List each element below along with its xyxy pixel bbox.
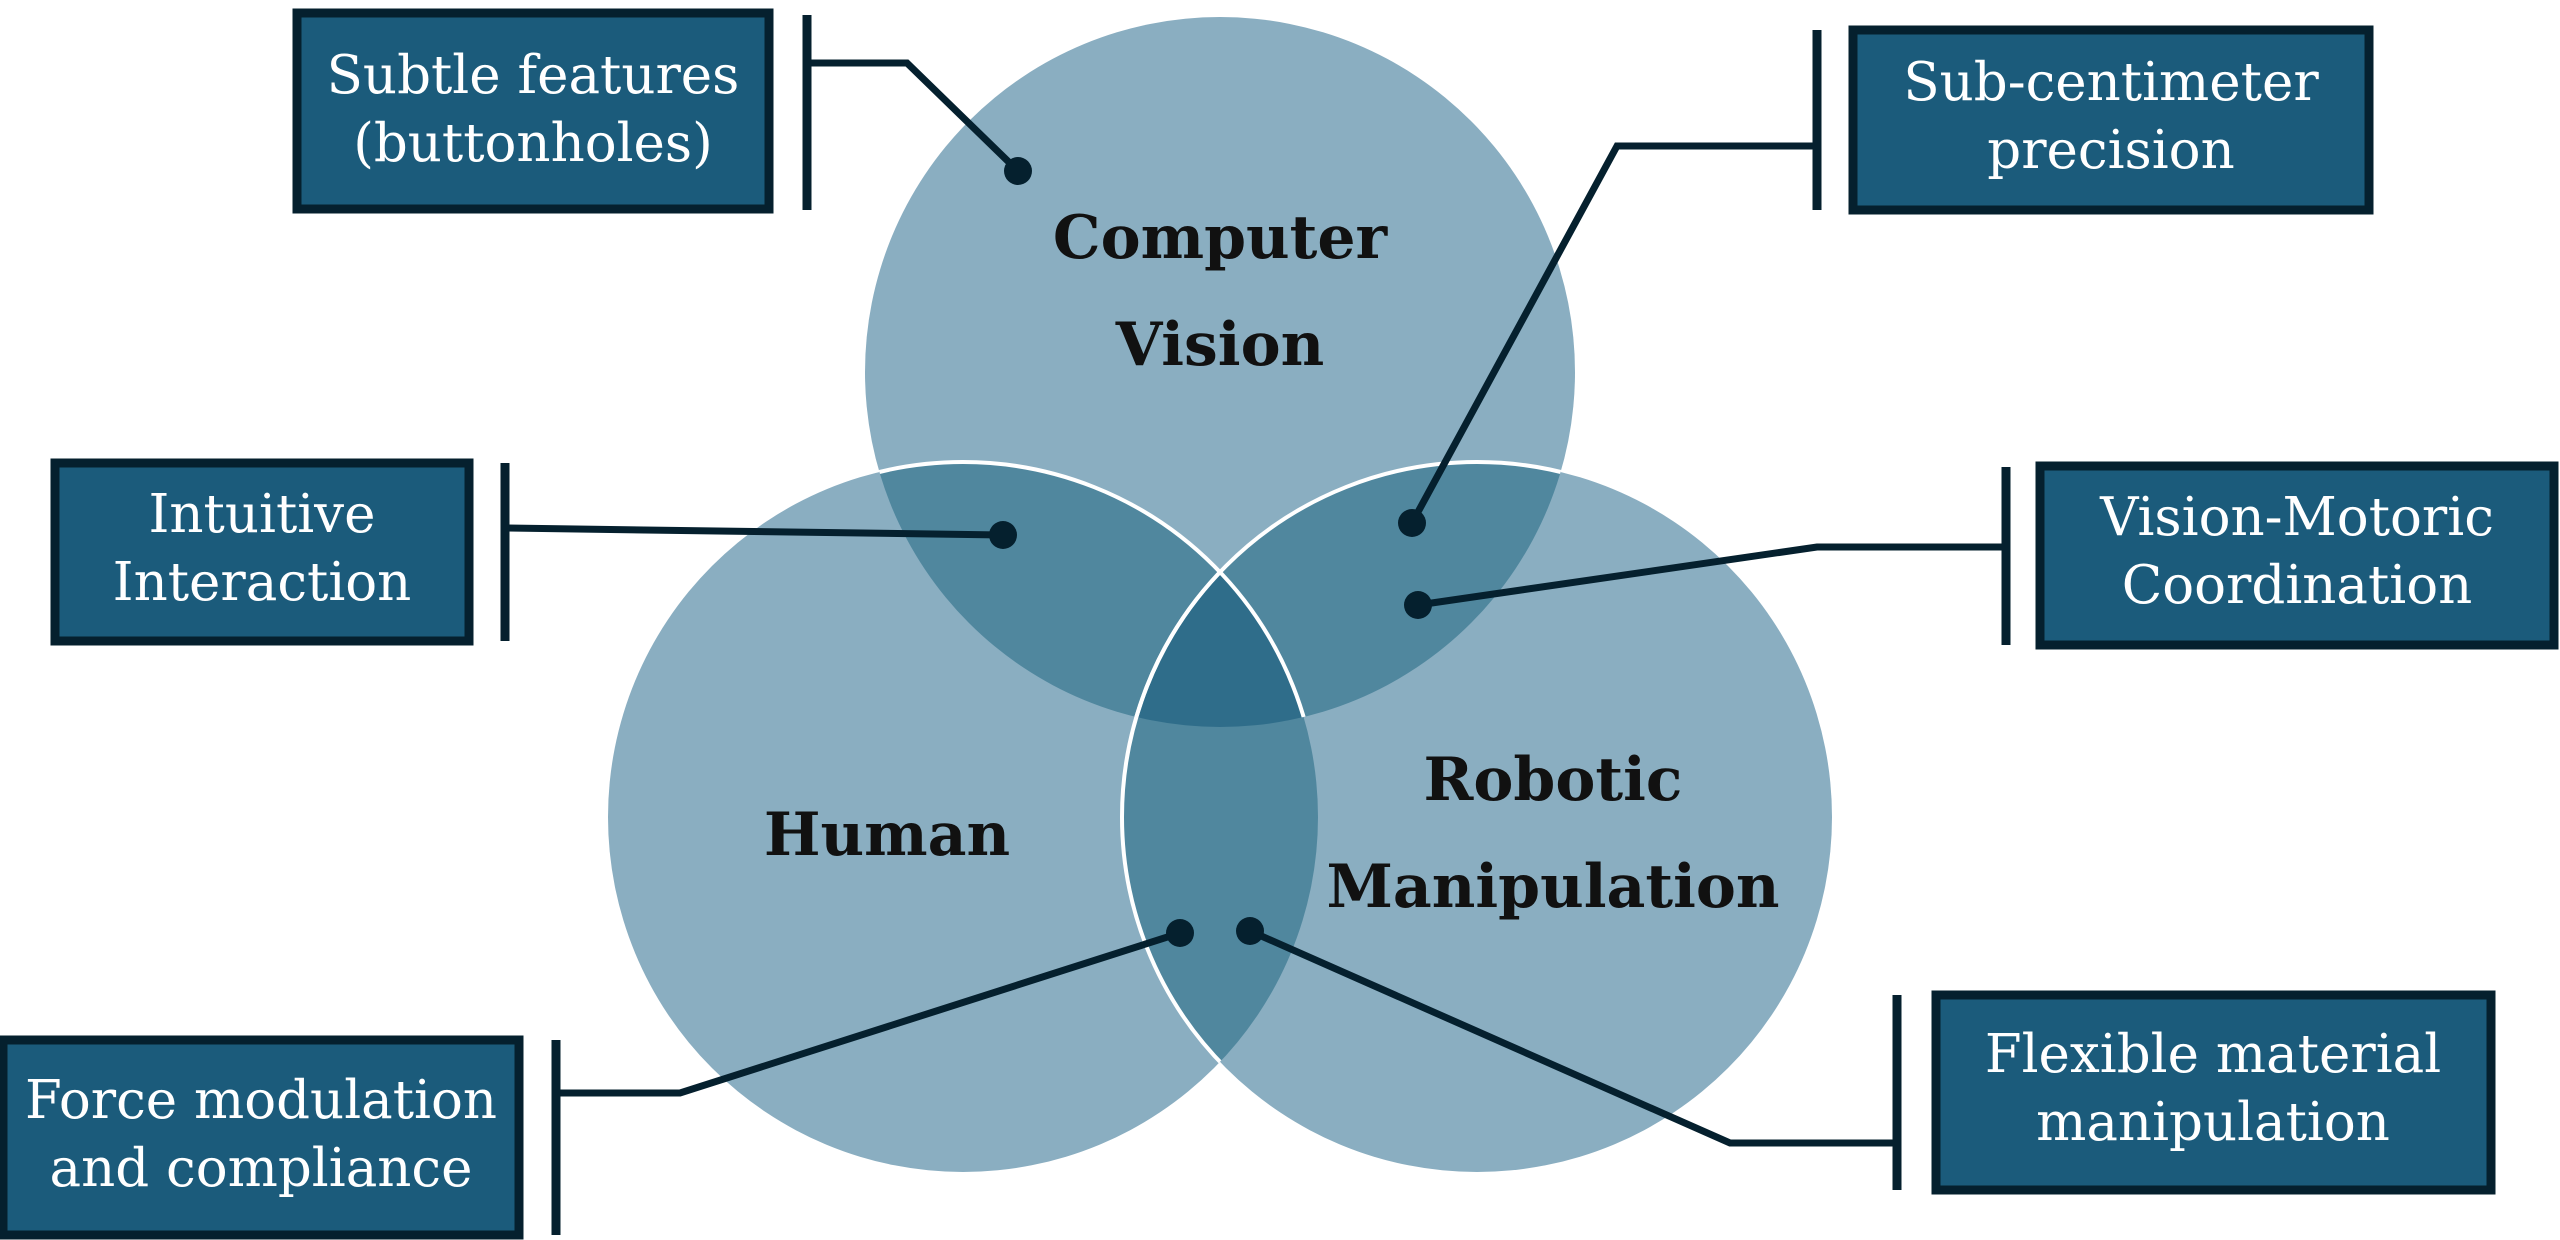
overlap-edges <box>865 460 1575 1172</box>
callout-subtle-features: Subtle features (buttonholes) <box>292 8 774 214</box>
callout-intuitive-interaction-line2: Interaction <box>113 552 412 613</box>
dot-vision-motoric <box>1404 591 1432 619</box>
callout-sub-centimeter-line1: Sub-centimeter <box>1903 52 2319 113</box>
callout-vision-motoric-line2: Coordination <box>2122 555 2473 616</box>
vision-human-overlap <box>865 462 1318 727</box>
callout-box-flexible-material <box>1931 990 2496 1195</box>
callout-sub-centimeter: Sub-centimeter precision <box>1848 25 2374 215</box>
callout-box-vision-motoric <box>2035 461 2559 650</box>
vision-robotic-overlap <box>1122 462 1575 727</box>
dot-subtle-features <box>1004 157 1032 185</box>
callout-intuitive-interaction: Intuitive Interaction <box>50 458 474 646</box>
callout-flexible-material-line1: Flexible material <box>1985 1024 2441 1085</box>
dot-force-modulation <box>1166 919 1194 947</box>
leader-lines <box>504 59 2006 1147</box>
callout-flexible-material-line2: manipulation <box>2036 1092 2390 1153</box>
callout-box-sub-centimeter <box>1848 25 2374 215</box>
leader-sub-centimeter <box>1408 142 1817 525</box>
human-title: Human <box>764 800 1010 870</box>
bracket-bars <box>500 15 2011 1235</box>
robotic-manipulation-title-line1: Robotic <box>1424 745 1683 815</box>
callout-box-force-modulation <box>0 1035 524 1240</box>
callout-box-intuitive-interaction <box>50 458 474 646</box>
leader-intuitive-interaction <box>504 524 1004 539</box>
leader-flexible-material <box>1248 927 1897 1147</box>
computer-vision-title-line2: Vision <box>1115 310 1325 380</box>
leader-dots <box>989 157 1432 947</box>
callout-sub-centimeter-line2: precision <box>1987 120 2234 181</box>
robotic-manipulation-title-line2: Manipulation <box>1326 852 1779 922</box>
callout-flexible-material: Flexible material manipulation <box>1931 990 2496 1195</box>
robotic-circle-edge <box>1120 460 1575 727</box>
leader-force-modulation <box>556 929 1182 1097</box>
callout-intuitive-interaction-line1: Intuitive <box>148 484 375 545</box>
callout-vision-motoric: Vision-Motoric Coordination <box>2035 461 2559 650</box>
leader-subtle-features <box>807 59 1021 174</box>
leader-vision-motoric <box>1417 543 2006 609</box>
computer-vision-title-line1: Computer <box>1053 203 1389 273</box>
dot-intuitive-interaction <box>989 521 1017 549</box>
callout-force-modulation-line1: Force modulation <box>25 1070 497 1131</box>
callout-box-subtle-features <box>292 8 774 214</box>
callout-force-modulation-line2: and compliance <box>50 1138 473 1199</box>
callout-subtle-features-line2: (buttonholes) <box>353 113 713 174</box>
callout-subtle-features-line1: Subtle features <box>327 45 740 106</box>
callout-force-modulation: Force modulation and compliance <box>0 1035 524 1240</box>
callout-vision-motoric-line1: Vision-Motoric <box>2099 487 2494 548</box>
dot-sub-centimeter <box>1398 509 1426 537</box>
human-circle-edge <box>865 460 1320 727</box>
dot-flexible-material <box>1236 917 1264 945</box>
robotic-circle-edge-lower <box>1120 462 1318 1172</box>
